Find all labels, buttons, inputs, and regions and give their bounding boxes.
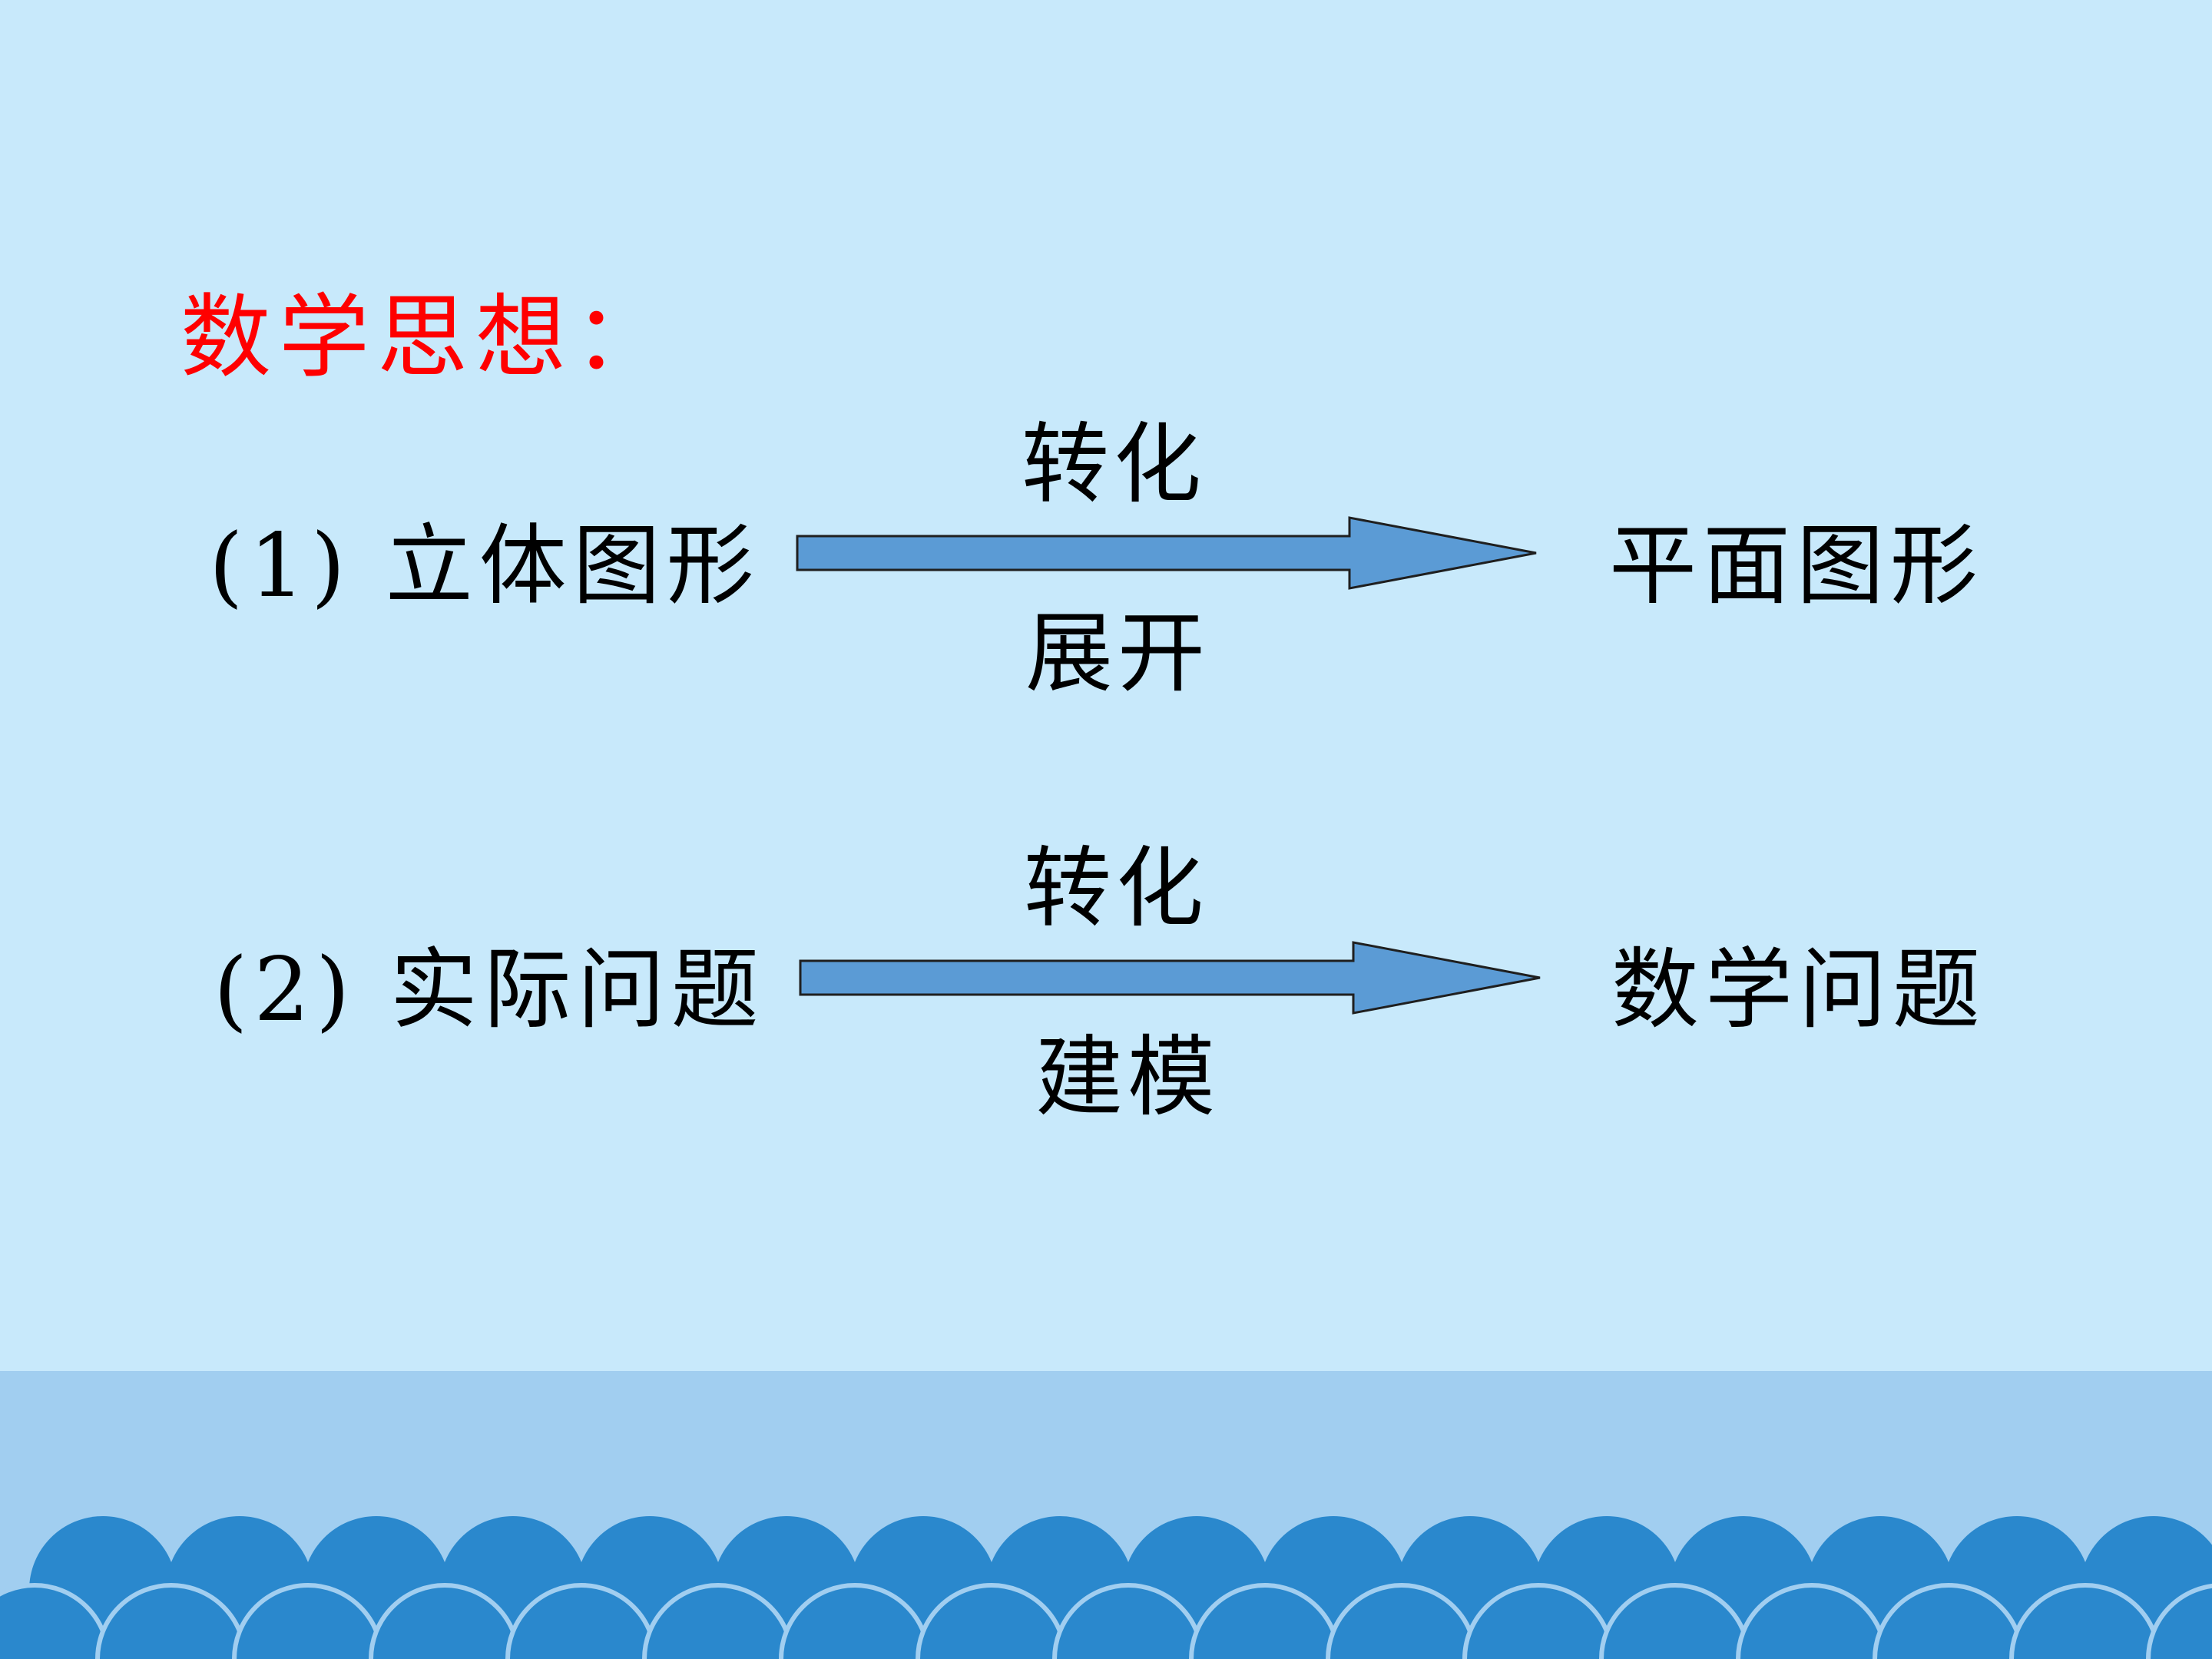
wave-circle <box>2009 1583 2161 1659</box>
row1-left-text: (1) 立体图形 <box>209 515 760 617</box>
wave-circle <box>369 1583 521 1659</box>
wave-circle <box>1189 1583 1341 1659</box>
wave-circle <box>505 1583 657 1659</box>
wave-row-front <box>0 1583 2212 1659</box>
wave-circle <box>1736 1583 1888 1659</box>
row1-arrow-label-above: 转化 <box>1022 413 1207 515</box>
row1-arrow-label-below: 展开 <box>1025 602 1210 704</box>
wave-circle <box>1326 1583 1478 1659</box>
wave-circle <box>1052 1583 1204 1659</box>
wave-circle <box>95 1583 247 1659</box>
row2-left-text: (2) 实际问题 <box>214 939 765 1041</box>
row2-right-text: 数学问题 <box>1611 939 1987 1041</box>
wave-circle <box>232 1583 384 1659</box>
row2-arrow <box>799 941 1541 1015</box>
decorative-waves <box>0 1371 2212 1659</box>
wave-circle <box>642 1583 794 1659</box>
row1-arrow <box>796 516 1537 590</box>
row2-arrow-label-below: 建模 <box>1035 1026 1220 1128</box>
wave-circle <box>1599 1583 1751 1659</box>
wave-circle <box>2146 1583 2212 1659</box>
wave-circle <box>779 1583 931 1659</box>
wave-circle <box>916 1583 1068 1659</box>
wave-circle <box>0 1583 111 1659</box>
row1-right-text: 平面图形 <box>1609 515 1985 617</box>
heading-math-thinking: 数学思想： <box>180 284 673 390</box>
wave-circle <box>1873 1583 2025 1659</box>
wave-circle <box>1462 1583 1614 1659</box>
row2-arrow-label-above: 转化 <box>1024 837 1209 939</box>
